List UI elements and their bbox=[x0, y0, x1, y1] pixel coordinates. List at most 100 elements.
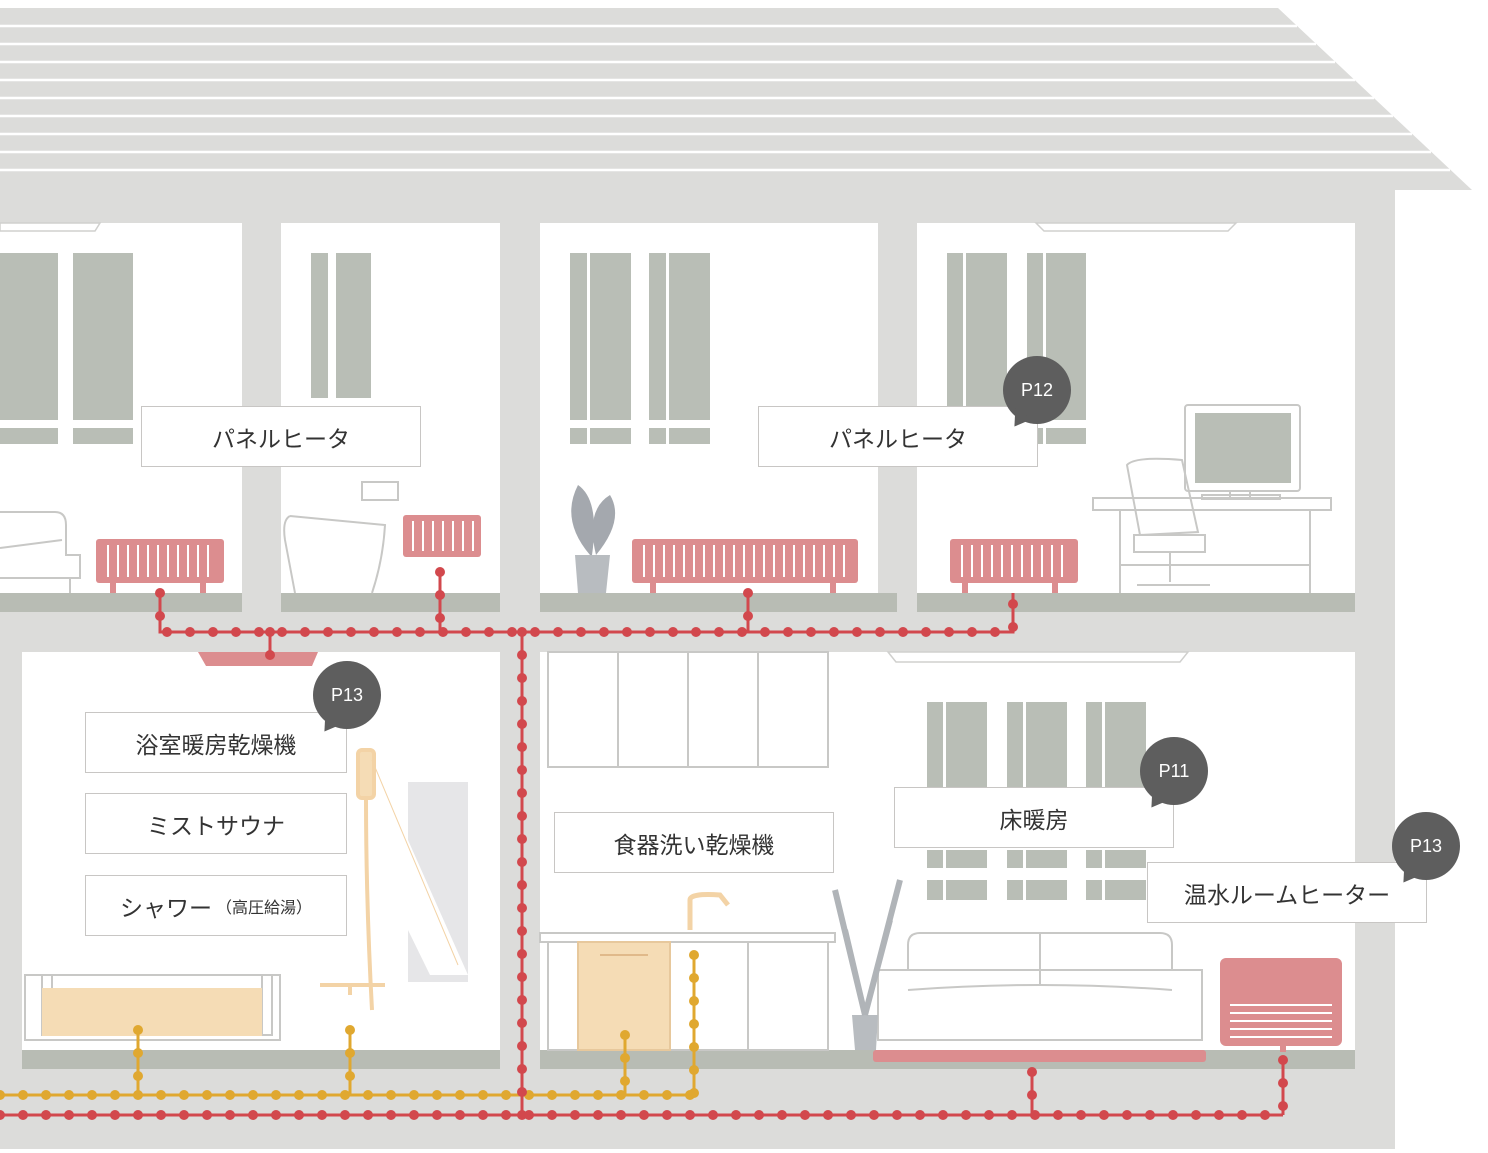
pipe-bead bbox=[202, 1110, 212, 1120]
pipe-bead bbox=[823, 1110, 833, 1120]
page-ref-badge-p13-bath[interactable]: P13 bbox=[313, 661, 381, 729]
pipe-bead bbox=[1053, 1110, 1063, 1120]
pipe-bead bbox=[155, 588, 165, 598]
pipe-bead bbox=[0, 1090, 5, 1100]
pipe-bead bbox=[517, 765, 527, 775]
pipe-bead bbox=[435, 590, 445, 600]
pipe-bead bbox=[984, 1110, 994, 1120]
pipe-bead bbox=[185, 627, 195, 637]
pipe-bead bbox=[1237, 1110, 1247, 1120]
pipe-bead bbox=[156, 1110, 166, 1120]
shower-note: （高圧給湯） bbox=[215, 897, 312, 917]
pipe-bead bbox=[271, 1110, 281, 1120]
pipe-bead bbox=[553, 627, 563, 637]
pipe-bead bbox=[1122, 1110, 1132, 1120]
pipe-bead bbox=[435, 613, 445, 623]
pipe-bead bbox=[415, 627, 425, 637]
pipe-bead bbox=[386, 1090, 396, 1100]
pipe-bead bbox=[461, 627, 471, 637]
pipe-bead bbox=[938, 1110, 948, 1120]
pipe-bead bbox=[517, 673, 527, 683]
pipe-bead bbox=[432, 1090, 442, 1100]
pipe-bead bbox=[800, 1110, 810, 1120]
pipe-bead bbox=[110, 1110, 120, 1120]
pipe-bead bbox=[0, 1110, 5, 1120]
pipe-bead bbox=[875, 627, 885, 637]
pipe-bead bbox=[208, 627, 218, 637]
pipe-bead bbox=[501, 1090, 511, 1100]
pipe-bead bbox=[915, 1110, 925, 1120]
floor-heating-panel bbox=[873, 1050, 1206, 1062]
pipe-bead bbox=[162, 627, 172, 637]
pipe-bead bbox=[691, 627, 701, 637]
pipe-bead bbox=[547, 1090, 557, 1100]
pipe-bead bbox=[517, 1110, 527, 1120]
pipe-bead bbox=[179, 1090, 189, 1100]
pipe-bead bbox=[345, 1025, 355, 1035]
pipe-bead bbox=[599, 627, 609, 637]
pipe-bead bbox=[231, 627, 241, 637]
pipe-bead bbox=[133, 1071, 143, 1081]
pipe-bead bbox=[1008, 599, 1018, 609]
label-dishwasher: 食器洗い乾燥機 bbox=[554, 812, 834, 873]
pipe-bead bbox=[517, 1064, 527, 1074]
pipe-bead bbox=[265, 627, 275, 637]
pipe-bead bbox=[570, 1090, 580, 1100]
pipe-bead bbox=[731, 1110, 741, 1120]
roof-lines bbox=[0, 24, 1450, 172]
pipe-bead bbox=[616, 1110, 626, 1120]
pipe-bead bbox=[846, 1110, 856, 1120]
pipe-bead bbox=[547, 1110, 557, 1120]
pipe-bead bbox=[64, 1090, 74, 1100]
pipe-bead bbox=[620, 1053, 630, 1063]
pipe-bead bbox=[685, 1110, 695, 1120]
pipe-bead bbox=[432, 1110, 442, 1120]
pipe-bead bbox=[340, 1090, 350, 1100]
pipe-bead bbox=[1076, 1110, 1086, 1120]
label-floor-heating: 床暖房 bbox=[894, 787, 1174, 848]
pipe-bead bbox=[517, 811, 527, 821]
pipe-bead bbox=[455, 1090, 465, 1100]
label-mist-sauna: ミストサウナ bbox=[85, 793, 347, 854]
pipe-bead bbox=[760, 627, 770, 637]
page-ref-badge-p11[interactable]: P11 bbox=[1140, 737, 1208, 805]
pipe-bead bbox=[18, 1090, 28, 1100]
plant-pot bbox=[571, 485, 903, 1050]
pipe-bead bbox=[1260, 1110, 1270, 1120]
pipe-bead bbox=[323, 627, 333, 637]
pipe-bead bbox=[133, 1090, 143, 1100]
pipe-bead bbox=[409, 1110, 419, 1120]
pipe-bead bbox=[662, 1110, 672, 1120]
pipe-bead bbox=[202, 1090, 212, 1100]
label-room-heater: 温水ルームヒーター bbox=[1147, 862, 1427, 923]
pipe-bead bbox=[622, 627, 632, 637]
pipe-bead bbox=[921, 627, 931, 637]
pipe-bead bbox=[501, 1110, 511, 1120]
pipe-bead bbox=[478, 1090, 488, 1100]
pipe-bead bbox=[689, 1088, 699, 1098]
shower-text: シャワー bbox=[119, 895, 212, 922]
pipe-bead bbox=[133, 1025, 143, 1035]
pipe-bead bbox=[517, 995, 527, 1005]
pipe-bead bbox=[668, 627, 678, 637]
pipe-bead bbox=[593, 1110, 603, 1120]
pipe-bead bbox=[1214, 1110, 1224, 1120]
pipe-bead bbox=[294, 1110, 304, 1120]
pipe-bead bbox=[155, 611, 165, 621]
pipe-bead bbox=[277, 627, 287, 637]
pipe-bead bbox=[852, 627, 862, 637]
pipe-bead bbox=[363, 1090, 373, 1100]
pipe-bead bbox=[179, 1110, 189, 1120]
pipe-bead bbox=[777, 1110, 787, 1120]
pipe-bead bbox=[944, 627, 954, 637]
page-ref-badge-p12[interactable]: P12 bbox=[1003, 356, 1071, 424]
pipe-bead bbox=[133, 1048, 143, 1058]
label-shower: シャワー（高圧給湯） bbox=[85, 875, 347, 936]
pipe-bead bbox=[662, 1090, 672, 1100]
pipe-bead bbox=[517, 650, 527, 660]
pipe-bead bbox=[507, 627, 517, 637]
pipe-bead bbox=[363, 1110, 373, 1120]
page-ref-badge-p13-room[interactable]: P13 bbox=[1392, 812, 1460, 880]
pipe-bead bbox=[41, 1110, 51, 1120]
pipe-bead bbox=[689, 950, 699, 960]
